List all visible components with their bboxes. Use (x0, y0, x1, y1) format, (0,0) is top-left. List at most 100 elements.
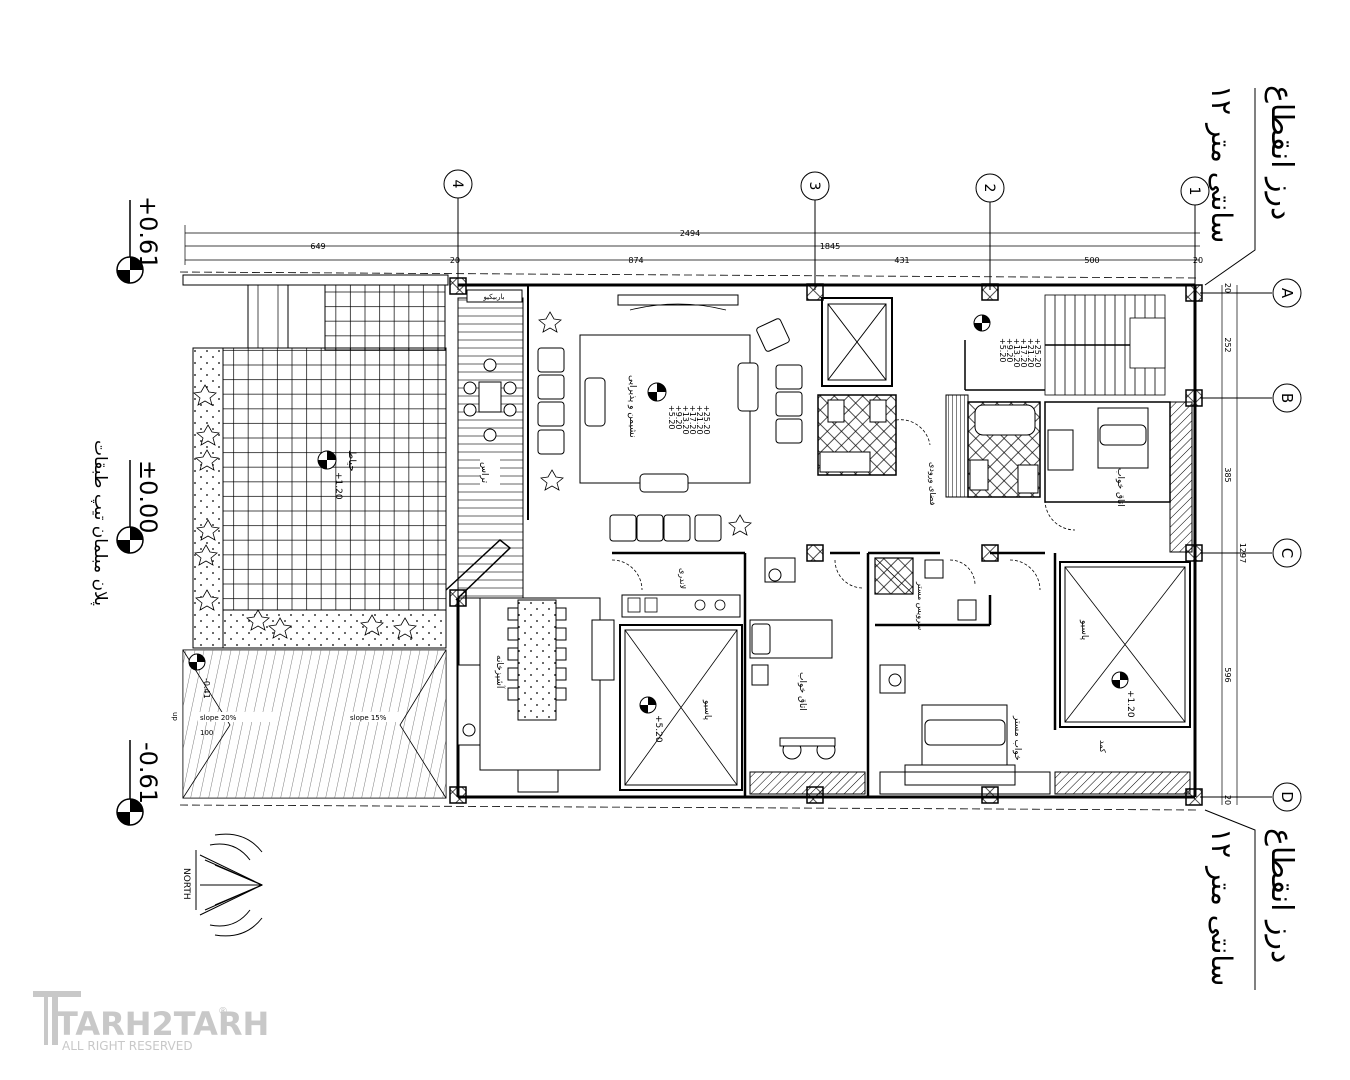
dim-span-4: 500 (1084, 256, 1099, 265)
dim-right-4: 596 (1223, 667, 1232, 682)
kitchen-label: آشپزخانه (494, 655, 506, 689)
watermark-mark: ® (218, 1006, 228, 1017)
yard-label: حیاط (346, 450, 357, 472)
lightwell-right-label: پاسیو (1079, 619, 1089, 641)
closet-label: کمد (1098, 740, 1107, 753)
bathroom (945, 394, 1041, 498)
living-label: نشیمن و پذیرایی (627, 375, 637, 438)
dim-right-2: 252 (1223, 337, 1232, 352)
barbecue-label: باربیکیو (482, 293, 504, 301)
grid-col-1: 1 (1186, 187, 1202, 196)
bedroom-2-label: اتاق خواب (797, 672, 807, 711)
building-walls (456, 283, 1197, 799)
joint-note-top-text: درز انقطاع (1264, 85, 1299, 220)
yard (182, 274, 449, 649)
living-level-5: +9.20 (674, 405, 683, 430)
bedroom-1: اتاق خواب (1044, 401, 1193, 553)
dim-sub: 1845 (820, 242, 840, 251)
site-boundary (179, 271, 1201, 811)
closet-area: کمد (1054, 740, 1191, 795)
level-top-text: +0.61 (134, 196, 162, 270)
ramp-slope-right: slope 15% (350, 714, 387, 722)
stair-level-2: +21.20 (1026, 338, 1035, 368)
joint-size-bottom-text: ۱۲ سانتی متر (1205, 828, 1238, 986)
stair-level-3: +17.20 (1019, 338, 1028, 368)
dim-left-small: 100 (200, 729, 213, 737)
living-level-2: +21.20 (695, 405, 704, 435)
ramp-up: up (171, 712, 179, 721)
living-level-4: +13.20 (681, 405, 690, 435)
living-room: نشیمن و پذیرایی +25.20 +21.20 +17.20 +13… (527, 285, 803, 542)
joint-leaders (1204, 88, 1256, 990)
dim-corner-right: 20 (1193, 256, 1203, 265)
grid-row-b: B (1278, 393, 1296, 403)
grid-col-3: 3 (806, 182, 822, 191)
plan-caption: پلان مبلمان تیپ طبقات (90, 440, 110, 606)
stair-level-5: +9.20 (1005, 338, 1014, 363)
grid-col-4: 4 (449, 180, 465, 189)
living-level-3: +17.20 (688, 405, 697, 435)
ramp-level-text: -0.41 (202, 678, 211, 699)
watermark-rights: ALL RIGHT RESERVED (62, 1039, 193, 1053)
ramp: slope 20% slope 15% up 100 -0.41 (171, 649, 447, 799)
dim-right-3: 385 (1223, 467, 1232, 482)
lightwell-left-label: پاسیو (702, 699, 712, 721)
master-label: خواب مستر (1012, 715, 1022, 761)
ramp-slope-left: slope 20% (200, 714, 237, 722)
elevator-shaft (821, 297, 893, 387)
lightwell-left (619, 624, 743, 791)
wc-guest (817, 394, 931, 476)
lightwell-right (1059, 561, 1191, 728)
stair-levels: +25.20 +21.20 +17.20 +13.20 +9.20 +5.20 (964, 314, 1045, 391)
grid-row-d: D (1278, 791, 1296, 803)
dim-span-3: 431 (894, 256, 909, 265)
master-bath-label: سرویس مستر (916, 581, 925, 630)
lightwell-left-level: +5.20 (653, 715, 663, 743)
dim-right-5: 20 (1223, 795, 1232, 805)
watermark-logo: TARH2TARH ALL RIGHT RESERVED ® (33, 991, 269, 1053)
dim-right-total: 1297 (1238, 543, 1247, 563)
stair-level-1: +25.20 (1033, 338, 1042, 368)
kitchen: آشپزخانه (457, 597, 615, 793)
grid-columns (443, 169, 1210, 290)
level-middle-text: ±0.00 (134, 460, 162, 534)
living-level-1: +25.20 (702, 405, 711, 435)
dim-total: 2494 (680, 229, 700, 238)
joint-size-top-text: ۱۲ سانتی متر (1205, 85, 1238, 243)
grid-rows (1200, 278, 1302, 812)
stair (1044, 294, 1166, 396)
structural-columns (449, 277, 1203, 806)
dim-right-1: 20 (1223, 283, 1232, 293)
interior-walls (612, 551, 1057, 797)
stair-level-4: +13.20 (1012, 338, 1021, 368)
watermark-brand: TARH2TARH (56, 1005, 269, 1043)
terrace: باربیکیو تراس (445, 289, 524, 601)
bedroom-1-label: اتاق خواب (1115, 468, 1125, 507)
dim-span-1: 649 (310, 242, 325, 251)
lightwell-right-level: +1.20 (1125, 690, 1135, 718)
master-bedroom: خواب مستر (879, 664, 1051, 795)
level-marker-middle: ±0.00 (116, 460, 162, 554)
joint-note-bottom-text: درز انقطاع (1264, 828, 1299, 963)
north-label: NORTH (181, 868, 191, 900)
stair-level-6: +5.20 (998, 338, 1007, 363)
yard-level-marker: +1.20 حیاط (317, 450, 357, 500)
dim-span-2: 874 (628, 256, 643, 265)
terrace-label: تراس (479, 462, 489, 483)
level-marker-top: +0.61 (116, 196, 162, 284)
level-bottom-text: -0.61 (134, 742, 162, 804)
yard-level-text: +1.20 (333, 472, 343, 500)
living-level-6: +5.20 (667, 405, 676, 430)
master-bath: سرویس مستر (874, 557, 1041, 630)
yard-plants (193, 384, 417, 639)
laundry: لاندری (611, 559, 741, 618)
joint-note-bottom: درز انقطاع ۱۲ سانتی متر (1205, 828, 1299, 986)
dimension-lines-top (184, 225, 1200, 265)
dim-corner-left: 20 (450, 256, 460, 265)
laundry-label: لاندری (678, 568, 687, 589)
grid-row-c: C (1278, 548, 1296, 558)
entrance-label: فضای ورودی (928, 462, 937, 506)
grid-col-2: 2 (981, 184, 997, 193)
bedroom-2: اتاق خواب (749, 557, 866, 795)
